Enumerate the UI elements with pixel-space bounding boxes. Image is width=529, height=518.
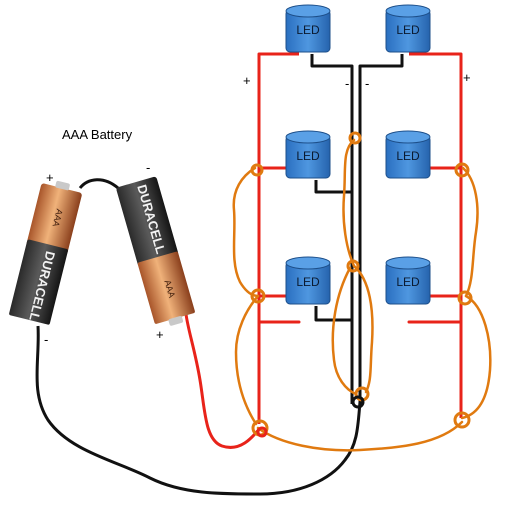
led-label: LED bbox=[396, 275, 420, 289]
rail-polarity-signs: + - - + bbox=[243, 70, 471, 91]
led-label: LED bbox=[296, 149, 320, 163]
right-plus-sign: + bbox=[463, 70, 471, 85]
battery-positive-lead bbox=[184, 313, 262, 449]
battery-negative-lead bbox=[35, 325, 362, 496]
left-jumper-top bbox=[232, 166, 260, 298]
right-cell-minus-sign: - bbox=[146, 160, 150, 175]
left-plus-sign: + bbox=[243, 73, 251, 88]
center-left-minus-sign: - bbox=[345, 76, 349, 91]
right-cell-plus-sign: + bbox=[156, 327, 164, 342]
jumper-wires bbox=[232, 138, 492, 452]
row3-negative-link bbox=[314, 306, 352, 322]
center-jumper-low bbox=[331, 266, 358, 396]
joint-center-black bbox=[351, 395, 365, 409]
left-cell-aaa-label: AAA bbox=[51, 208, 65, 228]
center-right-minus-sign: - bbox=[365, 76, 369, 91]
left-positive-rail bbox=[257, 52, 301, 424]
joint-left-row2 bbox=[250, 163, 264, 177]
left-cell-minus-sign: - bbox=[44, 332, 48, 347]
right-cell-aaa-label: AAA bbox=[162, 279, 177, 299]
center-negative-rail-right bbox=[358, 54, 404, 404]
joint-right-bottom bbox=[453, 411, 471, 429]
center-negative-rail-left bbox=[310, 54, 354, 404]
led-1: LED bbox=[285, 4, 331, 53]
led-2: LED bbox=[385, 4, 431, 53]
bottom-cross-jumper bbox=[256, 420, 464, 452]
joint-center-mid bbox=[346, 259, 360, 273]
right-jumper-bottom bbox=[460, 294, 492, 420]
right-jumper-top bbox=[461, 166, 479, 298]
led-label: LED bbox=[396, 149, 420, 163]
joint-left-bottom-red bbox=[256, 426, 268, 438]
battery-pack: AAA Battery AAA DURACELL DURACELL AAA + … bbox=[9, 127, 195, 347]
right-positive-rail bbox=[407, 52, 463, 418]
led-label: LED bbox=[296, 275, 320, 289]
battery-terminal-signs: + - - + bbox=[44, 160, 164, 347]
solder-joints bbox=[250, 131, 473, 438]
cell-bridge-wire bbox=[78, 178, 119, 190]
led-3: LED bbox=[285, 130, 331, 179]
led-label: LED bbox=[396, 23, 420, 37]
center-jumper-top bbox=[342, 138, 356, 268]
led-6: LED bbox=[385, 256, 431, 305]
left-jumper-bottom bbox=[234, 294, 260, 426]
positive-wires bbox=[184, 52, 463, 449]
row2-negative-link bbox=[314, 180, 352, 194]
led-4: LED bbox=[385, 130, 431, 179]
joint-right-row3 bbox=[457, 290, 473, 306]
led-label: LED bbox=[296, 23, 320, 37]
left-battery-cell: AAA DURACELL bbox=[9, 180, 82, 325]
led-grid: LED LED LED LED LED LED bbox=[285, 4, 431, 305]
led-5: LED bbox=[285, 256, 331, 305]
negative-wires bbox=[35, 54, 404, 496]
joint-left-row3 bbox=[250, 288, 266, 304]
center-jumper-bottom bbox=[352, 264, 374, 394]
joint-center-top bbox=[348, 131, 362, 145]
right-battery-cell: DURACELL AAA bbox=[116, 176, 195, 326]
battery-title: AAA Battery bbox=[62, 127, 133, 142]
joint-right-row2 bbox=[454, 162, 470, 178]
left-cell-plus-sign: + bbox=[46, 170, 54, 185]
